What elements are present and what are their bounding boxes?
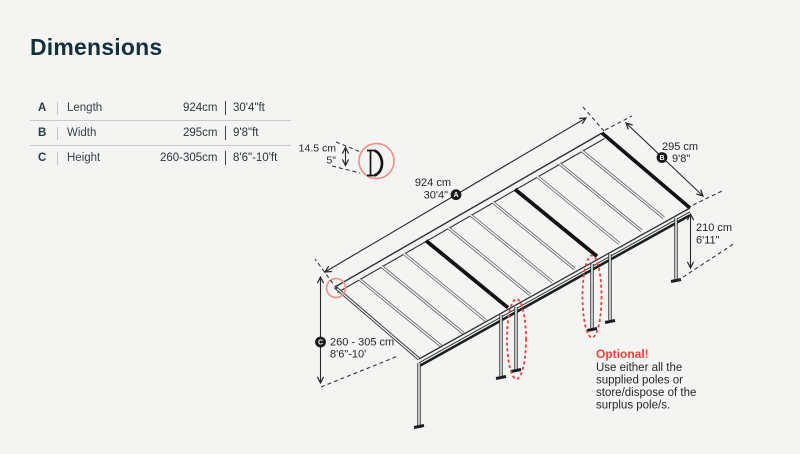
dimension-a-length: 924 cm 30'4" A bbox=[314, 106, 605, 290]
table-row-height: C Height 260-305cm 8'6"-10'ft bbox=[30, 145, 291, 170]
gutter-profile-icon bbox=[367, 149, 375, 177]
note-line: supplied poles or bbox=[596, 375, 683, 387]
row-imperial-value: 30'4"ft bbox=[233, 102, 265, 114]
detail-d-metric: 14.5 cm bbox=[299, 143, 337, 155]
gutter-corner-highlight-circle bbox=[325, 277, 347, 299]
svg-text:C: C bbox=[318, 340, 323, 347]
dim-a-imperial: 30'4" bbox=[424, 190, 448, 202]
dimension-c-height: 260 - 305 cm 8'6"-10' C bbox=[315, 277, 399, 388]
dim-right-imperial: 6'11" bbox=[696, 235, 720, 247]
optional-note: Optional! Use either all the supplied po… bbox=[596, 347, 696, 412]
detail-d-imperial: 5" bbox=[326, 155, 336, 167]
post bbox=[670, 218, 682, 283]
dim-b-imperial: 9'8" bbox=[672, 153, 690, 165]
divider bbox=[57, 101, 58, 115]
badge-c: C bbox=[315, 336, 326, 348]
dimensions-table: A Length 924cm 30'4"ft B Width 295cm 9'8… bbox=[30, 96, 291, 170]
divider bbox=[224, 126, 226, 140]
badge-b: B bbox=[656, 152, 668, 163]
post-optional bbox=[510, 307, 522, 373]
dim-c-metric: 260 - 305 cm bbox=[330, 337, 394, 349]
row-letter: A bbox=[38, 102, 47, 114]
row-imperial-value: 9'8"ft bbox=[233, 127, 259, 139]
svg-text:A: A bbox=[453, 192, 458, 199]
badge-a: A bbox=[450, 189, 462, 201]
row-label: Height bbox=[67, 152, 101, 164]
optional-pole-highlights bbox=[506, 254, 603, 380]
table-row-length: A Length 924cm 30'4"ft bbox=[30, 96, 291, 120]
dimension-post-height: 210 cm 6'11" bbox=[676, 214, 736, 282]
table-row-width: B Width 295cm 9'8"ft bbox=[30, 120, 291, 145]
note-line: surplus pole/s. bbox=[596, 400, 670, 412]
dim-c-imperial: 8'6"-10' bbox=[330, 349, 366, 361]
roof-structure bbox=[333, 131, 692, 368]
post bbox=[604, 254, 616, 324]
support-posts bbox=[413, 218, 682, 429]
divider bbox=[224, 101, 226, 115]
svg-text:B: B bbox=[659, 155, 664, 162]
row-label: Width bbox=[67, 127, 97, 139]
row-label: Length bbox=[67, 102, 103, 114]
dim-right-metric: 210 cm bbox=[696, 222, 732, 234]
row-imperial-value: 8'6"-10'ft bbox=[233, 152, 278, 164]
note-line: Use either all the bbox=[596, 362, 682, 374]
post bbox=[495, 315, 507, 380]
divider bbox=[57, 126, 58, 140]
detail-d-callout: 14.5 cm 5" bbox=[299, 141, 395, 299]
post-optional bbox=[586, 264, 598, 332]
row-letter: B bbox=[38, 127, 47, 139]
row-metric-value: 295cm bbox=[182, 127, 218, 139]
divider bbox=[224, 151, 226, 165]
row-metric-value: 260-305cm bbox=[159, 152, 218, 164]
post bbox=[413, 363, 425, 429]
note-line: store/dispose of the bbox=[596, 387, 696, 399]
dim-b-metric: 295 cm bbox=[662, 141, 698, 153]
divider bbox=[57, 151, 58, 165]
page-title: Dimensions bbox=[30, 34, 163, 60]
note-heading: Optional! bbox=[596, 347, 649, 361]
dimension-b-width: 295 cm 9'8" B bbox=[604, 115, 723, 206]
dim-a-metric: 924 cm bbox=[415, 177, 451, 189]
row-metric-value: 924cm bbox=[182, 102, 218, 114]
gutter bbox=[418, 207, 691, 368]
row-letter: C bbox=[38, 152, 47, 164]
